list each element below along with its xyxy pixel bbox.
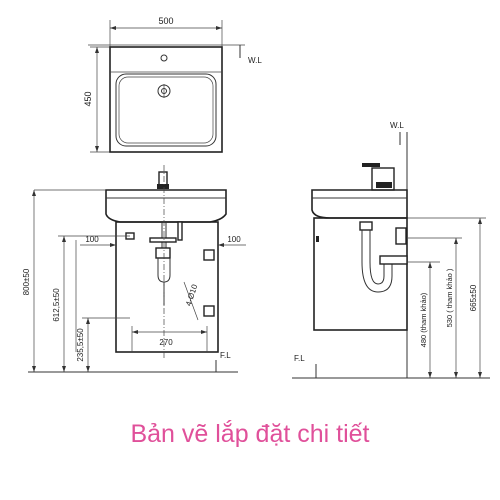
low-height-label: 235,5±50 (76, 328, 85, 362)
side-total-label: 665±50 (469, 284, 478, 311)
p-trap-icon (361, 261, 393, 293)
basin-top-outline (109, 46, 223, 153)
top-view: 500 W.L 450 (83, 16, 262, 153)
faucet-hole-icon (160, 54, 168, 62)
wl-top-label: W.L (248, 56, 262, 65)
fl-side-label: F.L (294, 354, 305, 363)
cabinet-side-outline (313, 217, 408, 331)
wl-side-label: W.L (390, 121, 404, 130)
drain-height-label: 612,5±50 (52, 288, 61, 322)
side-view: W.L 480 (tham khảo) 530 ( tham khảo ) (292, 121, 490, 379)
drawing-caption: Bản vẽ lắp đặt chi tiết (130, 420, 370, 448)
total-height-label: 800±50 (22, 268, 31, 295)
offset-right-label: 100 (227, 235, 241, 244)
basin-front-outline (105, 189, 227, 223)
basin-side-outline (311, 189, 408, 219)
cabinet-front-outline (115, 221, 219, 353)
hole-spacing-label: 270 (159, 338, 173, 347)
trap-height-label: 480 (tham khảo) (419, 292, 428, 347)
mount-hole-right-bottom (203, 305, 215, 317)
mount-hole-right-top (203, 249, 215, 261)
front-view: 4-Ø10 100 100 270 800±50 612,5±50 (22, 165, 246, 373)
trap-outlet-label: 530 ( tham khảo ) (445, 268, 454, 327)
basin-depth-label: 450 (83, 91, 93, 106)
offset-left-label: 100 (85, 235, 99, 244)
fl-front-label: F.L (220, 351, 231, 360)
basin-width-label: 500 (158, 16, 173, 26)
